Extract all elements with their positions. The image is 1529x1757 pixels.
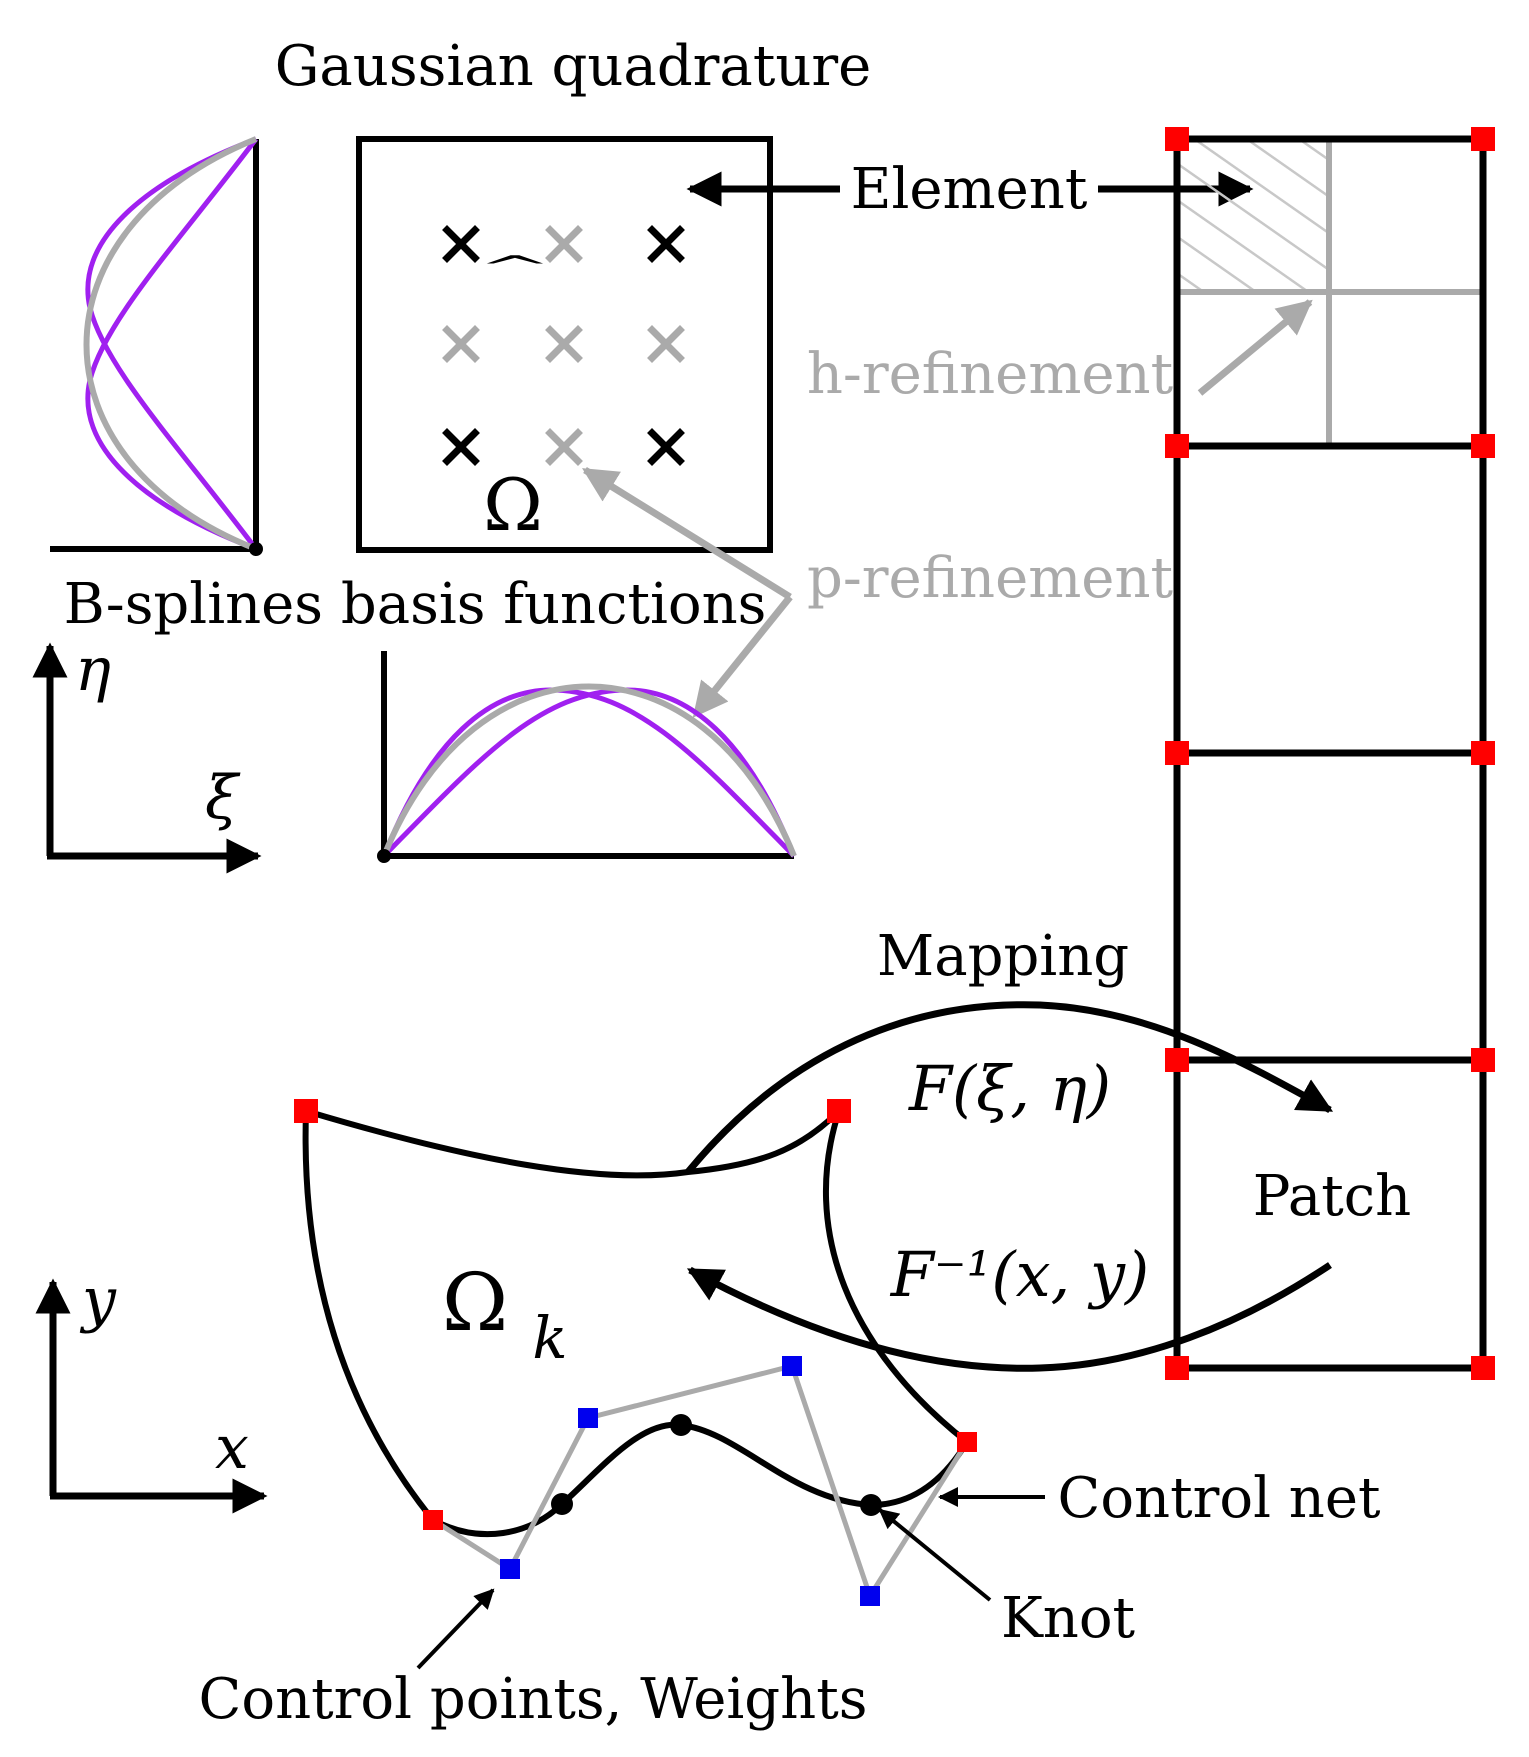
control-net-label: Control net xyxy=(1057,1466,1381,1531)
control-point-weighted xyxy=(500,1559,520,1579)
quad-point-gray xyxy=(647,325,685,363)
control-points-blue xyxy=(500,1356,880,1606)
control-point-weighted xyxy=(860,1586,880,1606)
parametric-element: Gaussian quadrature ^ Ω xyxy=(275,34,872,553)
xi-basis-curve-1 xyxy=(381,687,796,858)
xi-basis-functions xyxy=(377,651,797,863)
element-label: Element xyxy=(851,157,1088,222)
eta-basis-curve-3 xyxy=(83,136,258,552)
eta-basis-functions xyxy=(50,136,263,556)
patch-control-point xyxy=(1471,1356,1495,1380)
quad-point-gray xyxy=(545,428,583,466)
forward-mapping-arrow xyxy=(685,1001,1334,1175)
physical-domain: Ω k xyxy=(294,1099,977,1606)
patch-control-point xyxy=(1471,1048,1495,1072)
quad-point-black xyxy=(647,428,685,466)
patch-control-point xyxy=(1471,127,1495,151)
refinement-annotations: h-refinement p-refinement xyxy=(582,299,1313,718)
omega-k-subscript: k xyxy=(532,1304,567,1372)
bsplines-basis-label: B-splines basis functions xyxy=(64,572,767,637)
corner-control-point xyxy=(423,1510,443,1530)
control-point-weighted xyxy=(782,1356,802,1376)
knot-label: Knot xyxy=(1001,1586,1136,1651)
mapping-label: Mapping xyxy=(877,924,1129,989)
bottom-annotations: Control net Knot Control points, Weights xyxy=(199,1466,1381,1732)
knot-point xyxy=(670,1414,692,1436)
parametric-axes: η ξ xyxy=(32,635,262,874)
eta-basis-curve-2 xyxy=(85,136,258,551)
patch-control-point xyxy=(1165,434,1189,458)
omega-hat-mark: ^ xyxy=(477,249,552,284)
control-net xyxy=(431,1363,970,1602)
quad-point-black xyxy=(442,428,480,466)
corner-control-point xyxy=(294,1099,318,1123)
x-axis-label: x xyxy=(215,1413,249,1483)
xi-axis-label: ξ xyxy=(205,763,241,833)
physical-boundary-top xyxy=(305,1108,842,1179)
p-refinement-arrow-down xyxy=(692,594,793,718)
knot-point xyxy=(860,1494,882,1516)
eta-basis-knot-dot xyxy=(249,542,263,556)
refined-element-hatch xyxy=(1177,139,1329,292)
eta-basis-curve-1 xyxy=(85,137,258,552)
physical-boundary-right xyxy=(822,1110,969,1445)
element-annotation: Element xyxy=(686,157,1254,222)
inverse-mapping-arrow xyxy=(686,1262,1332,1372)
y-axis-label: y xyxy=(79,1265,117,1335)
quad-point-gray xyxy=(442,325,480,363)
quadrature-points xyxy=(442,225,685,466)
forward-mapping-label: F(ξ, η) xyxy=(908,1052,1111,1125)
patch-control-point xyxy=(1165,1356,1189,1380)
inverse-mapping-label: F⁻¹(x, y) xyxy=(890,1238,1149,1311)
knots xyxy=(551,1414,882,1516)
patch-control-point xyxy=(1471,434,1495,458)
quad-point-gray xyxy=(545,225,583,263)
h-refinement-arrow xyxy=(1197,299,1313,396)
patch-control-point xyxy=(1165,741,1189,765)
quad-point-gray xyxy=(545,325,583,363)
quad-point-black xyxy=(647,225,685,263)
physical-boundary-left xyxy=(302,1110,436,1522)
quad-point-black xyxy=(442,225,480,263)
p-refinement-label: p-refinement xyxy=(807,546,1174,611)
corner-control-point xyxy=(827,1099,851,1123)
control-points-red xyxy=(294,1099,977,1530)
patch-label: Patch xyxy=(1253,1164,1411,1229)
knot-pointer xyxy=(878,1508,992,1602)
p-refinement-arrow-up xyxy=(582,467,792,600)
knot-point xyxy=(551,1493,573,1515)
patch-control-point xyxy=(1165,1048,1189,1072)
xi-basis-knot-dot xyxy=(377,849,391,863)
control-point-weighted xyxy=(578,1408,598,1428)
gaussian-quadrature-title: Gaussian quadrature xyxy=(275,34,872,99)
corner-control-point xyxy=(957,1432,977,1452)
patch-corner-points xyxy=(1165,127,1495,1380)
control-points-pointer xyxy=(416,1588,495,1670)
patch-control-point xyxy=(1471,741,1495,765)
xi-basis-curve-3 xyxy=(381,683,797,858)
parametric-element-box xyxy=(356,136,773,553)
eta-axis-label: η xyxy=(75,635,111,705)
control-points-weights-label: Control points, Weights xyxy=(199,1667,868,1732)
omega-k-label: Ω xyxy=(442,1256,508,1349)
omega-hat-label: Ω xyxy=(483,463,543,547)
mapping-annotations: Mapping F(ξ, η) F⁻¹(x, y) xyxy=(685,924,1334,1372)
xi-basis-curve-2 xyxy=(382,687,797,858)
patch-control-point xyxy=(1165,127,1189,151)
patch-grid: Patch xyxy=(1165,127,1495,1380)
h-refinement-label: h-refinement xyxy=(807,342,1174,407)
physical-axes: y x xyxy=(35,1265,268,1514)
